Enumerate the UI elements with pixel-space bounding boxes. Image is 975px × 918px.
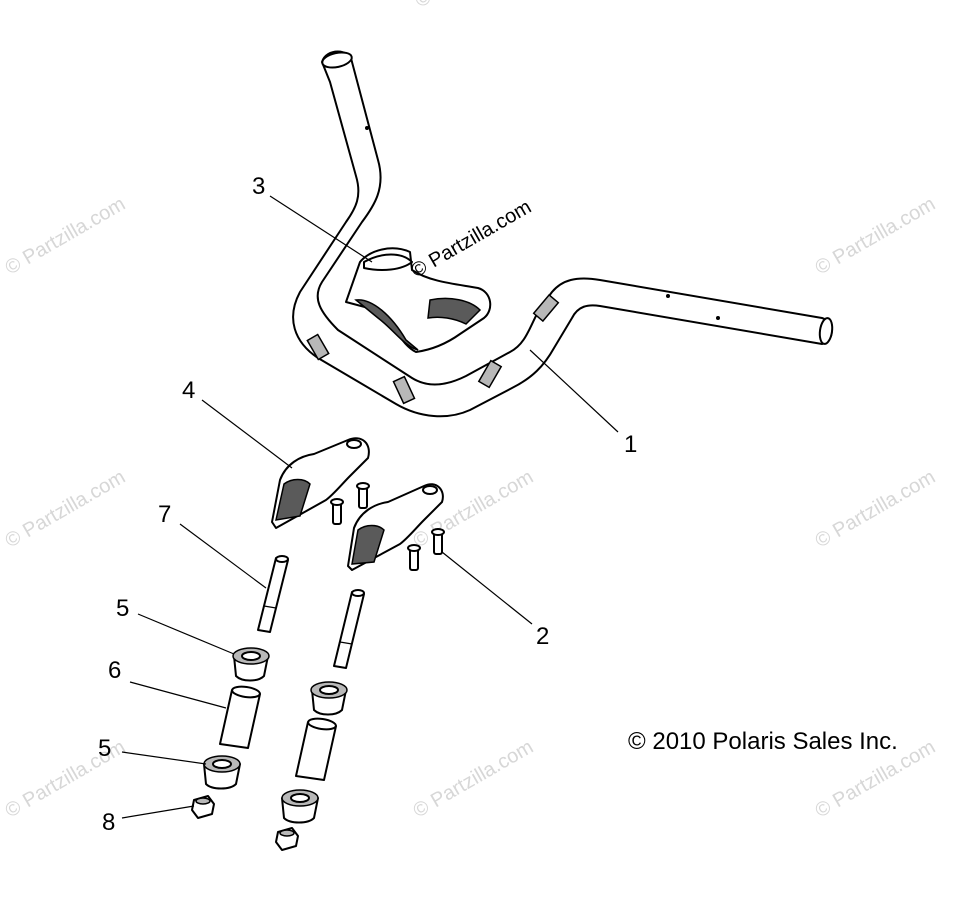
sleeve-right-top xyxy=(307,717,337,731)
watermark-pad: © Partzilla.com xyxy=(408,196,536,282)
studs xyxy=(257,555,365,669)
watermark-1: © Partzilla.com xyxy=(2,193,130,279)
bolt-head xyxy=(407,544,421,552)
bolt-head xyxy=(330,498,344,506)
bolt-head xyxy=(431,528,445,536)
callout-5-upper: 5 xyxy=(116,595,129,622)
handlebar-band xyxy=(392,375,416,405)
handlebar-hole xyxy=(716,316,720,320)
watermark-7: © Partzilla.com xyxy=(410,736,538,822)
handlebar-end-left xyxy=(321,51,353,69)
bolt-head xyxy=(356,482,370,490)
leader-8 xyxy=(121,805,195,819)
riser-left-shade xyxy=(275,478,311,521)
watermark-group: © Partzilla.com © Partzilla.com © Partzi… xyxy=(2,0,940,822)
handlebar xyxy=(292,50,834,418)
bushing-lower-left-bore xyxy=(212,759,232,769)
stud-right xyxy=(333,591,365,669)
leader-3 xyxy=(269,195,373,263)
handlebar-band xyxy=(306,333,330,361)
bushing-upper-right-bore xyxy=(319,685,339,695)
leader-5b xyxy=(121,751,207,765)
leader-2 xyxy=(441,551,533,625)
stud-right-thread xyxy=(339,641,353,645)
riser-left xyxy=(271,437,370,529)
watermark-3: © Partzilla.com xyxy=(2,466,130,552)
leader-4 xyxy=(201,399,293,469)
riser-left-bore xyxy=(346,439,362,449)
leader-lines xyxy=(121,195,619,819)
handlebar-band xyxy=(477,359,503,389)
riser-right-shade xyxy=(351,524,385,565)
clamp-pad-shade xyxy=(354,299,419,351)
leader-7 xyxy=(179,523,267,589)
callout-5-lower: 5 xyxy=(98,735,111,762)
leader-5a xyxy=(137,613,235,655)
clamp-pad-outline xyxy=(345,247,492,353)
sleeves xyxy=(219,685,337,781)
riser-right-bore xyxy=(422,485,438,495)
handlebar-hole xyxy=(666,294,670,298)
stud-left-thread xyxy=(263,605,277,609)
callout-7: 7 xyxy=(158,501,171,528)
bolts xyxy=(330,482,445,571)
watermark-9: © Partzilla.com xyxy=(412,0,540,12)
sleeve-left xyxy=(219,689,261,749)
callout-3: 3 xyxy=(252,173,265,200)
stud-right-end xyxy=(351,589,365,597)
sleeve-left-top xyxy=(231,685,261,699)
nut-right-top xyxy=(279,829,295,837)
watermark-5: © Partzilla.com xyxy=(812,466,940,552)
handlebar-hole xyxy=(365,126,369,130)
callout-2: 2 xyxy=(536,623,549,650)
riser-right xyxy=(347,483,444,571)
stud-left xyxy=(257,557,289,633)
clamp-pad-top xyxy=(363,253,413,271)
copyright-text: © 2010 Polaris Sales Inc. xyxy=(628,728,898,755)
callout-1: 1 xyxy=(624,431,637,458)
stud-left-end xyxy=(275,555,289,563)
handlebar-end-right xyxy=(818,317,834,345)
callout-numbers: 1 2 3 4 5 5 6 7 8 xyxy=(98,173,637,836)
nuts xyxy=(191,795,299,851)
leader-6 xyxy=(129,681,227,709)
sleeve-right xyxy=(295,721,337,781)
bushing-lower-right-bore xyxy=(290,793,310,803)
bushing-upper-left-bore xyxy=(241,651,261,661)
leader-1 xyxy=(529,349,619,433)
bushings xyxy=(203,647,348,824)
callout-4: 4 xyxy=(182,377,195,404)
handlebar-band xyxy=(532,293,560,323)
callout-6: 6 xyxy=(108,657,121,684)
callout-8: 8 xyxy=(102,809,115,836)
clamp-pad xyxy=(345,247,492,353)
nut-left-top xyxy=(195,797,211,805)
handlebar-outline xyxy=(292,50,833,418)
watermark-2: © Partzilla.com xyxy=(812,193,940,279)
clamp-pad-shade xyxy=(427,297,482,325)
